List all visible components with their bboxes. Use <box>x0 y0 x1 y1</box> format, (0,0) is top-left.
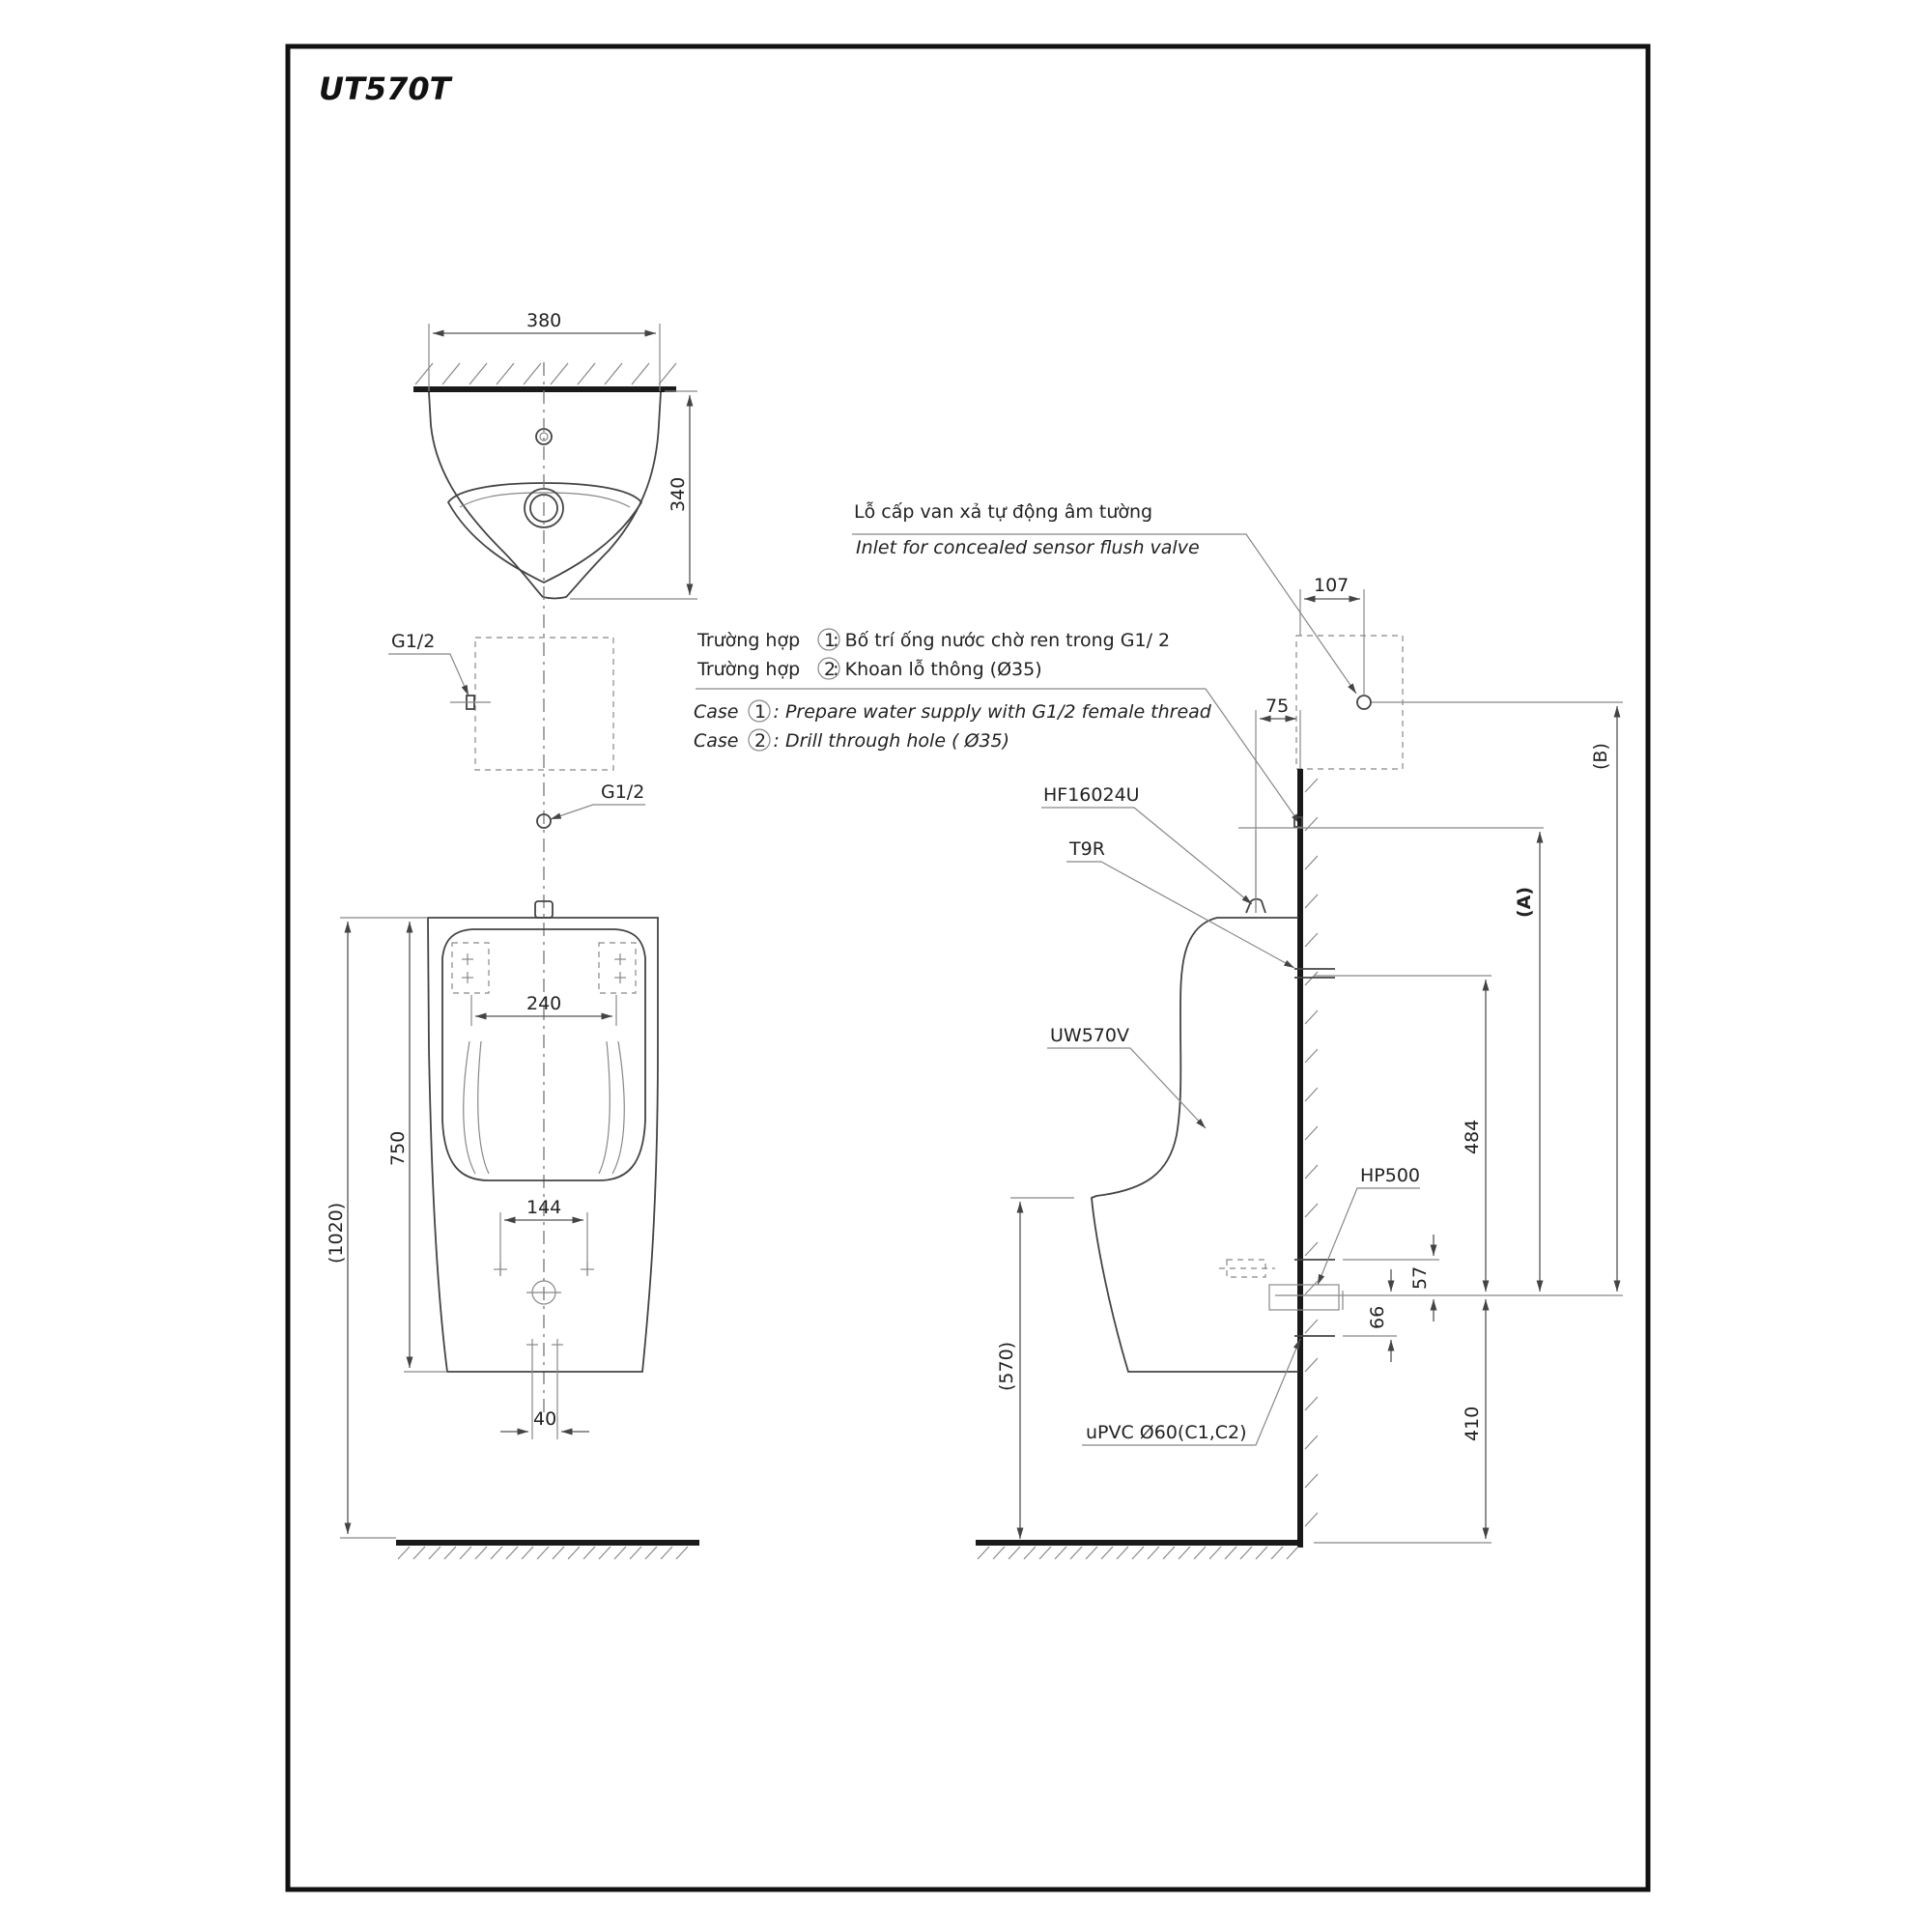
case2-en-circle <box>748 728 771 752</box>
part-hp500-label: HP500 <box>1360 1165 1420 1186</box>
dim-a-label: (A) <box>1514 887 1535 918</box>
side-view-outline <box>1091 917 1298 1373</box>
model-title: UT570T <box>319 71 453 107</box>
case2-label-en: Case: Drill through hole ( Ø35) <box>694 730 1009 752</box>
dim-340-label: 340 <box>668 477 689 512</box>
case2-label-vi: Trường hợp: Khoan lỗ thông (Ø35) <box>696 658 1042 680</box>
front-view: G1/2 G1/2 240 144 <box>326 631 699 1560</box>
inlet-label-en: Inlet for concealed sensor flush valve <box>856 537 1200 558</box>
case1-vi-number: 1 <box>824 630 836 651</box>
part-uw570v-label: UW570V <box>1050 1025 1129 1046</box>
dim-570-label: (570) <box>996 1342 1017 1391</box>
case2-vi-circle <box>817 657 840 680</box>
side-view: Lỗ cấp van xả tự động âm tường Inlet for… <box>694 500 1623 1560</box>
dim-57-label: 57 <box>1409 1266 1431 1290</box>
dim-410-label: 410 <box>1462 1406 1483 1441</box>
dim-484-label: 484 <box>1462 1120 1483 1154</box>
case1-en-number: 1 <box>754 701 766 723</box>
case1-label-en: Case: Prepare water supply with G1/2 fem… <box>694 701 1212 723</box>
dim-144-label: 144 <box>526 1197 561 1218</box>
part-upvc-label: uPVC Ø60(C1,C2) <box>1086 1422 1247 1443</box>
dim-b-label: (B) <box>1590 743 1611 770</box>
side-wall-hatch <box>1304 778 1319 1527</box>
dim-1020-label: (1020) <box>326 1203 347 1264</box>
top-view: 380 340 <box>413 310 697 600</box>
dim-380-label: 380 <box>526 310 561 331</box>
g12-upper-label: G1/2 <box>391 631 435 652</box>
dim-240-label: 240 <box>526 993 561 1014</box>
case1-label-vi: Trường hợp: Bố trí ống nước chờ ren tron… <box>696 630 1170 651</box>
drawing-frame <box>285 43 1651 1892</box>
dim-66-label: 66 <box>1367 1306 1388 1329</box>
dim-40-label: 40 <box>533 1408 556 1430</box>
case2-vi-number: 2 <box>824 659 836 680</box>
front-bracket-marks <box>462 953 626 983</box>
case1-en-circle <box>748 699 771 723</box>
dim-75-label: 75 <box>1265 696 1289 717</box>
front-view-outline <box>427 917 659 1373</box>
side-floor-hatch <box>977 1546 1299 1560</box>
dim-107-label: 107 <box>1314 575 1349 596</box>
case2-en-number: 2 <box>754 730 766 752</box>
part-t9r-label: T9R <box>1068 838 1105 860</box>
top-view-wall-hatch <box>414 362 677 385</box>
g12-lower-label: G1/2 <box>601 781 644 803</box>
dim-750-label: 750 <box>387 1131 409 1166</box>
inlet-label-vi: Lỗ cấp van xả tự động âm tường <box>854 500 1152 523</box>
case1-vi-circle <box>817 628 840 651</box>
part-hf16024u-label: HF16024U <box>1043 784 1140 806</box>
front-floor-hatch <box>397 1546 689 1560</box>
